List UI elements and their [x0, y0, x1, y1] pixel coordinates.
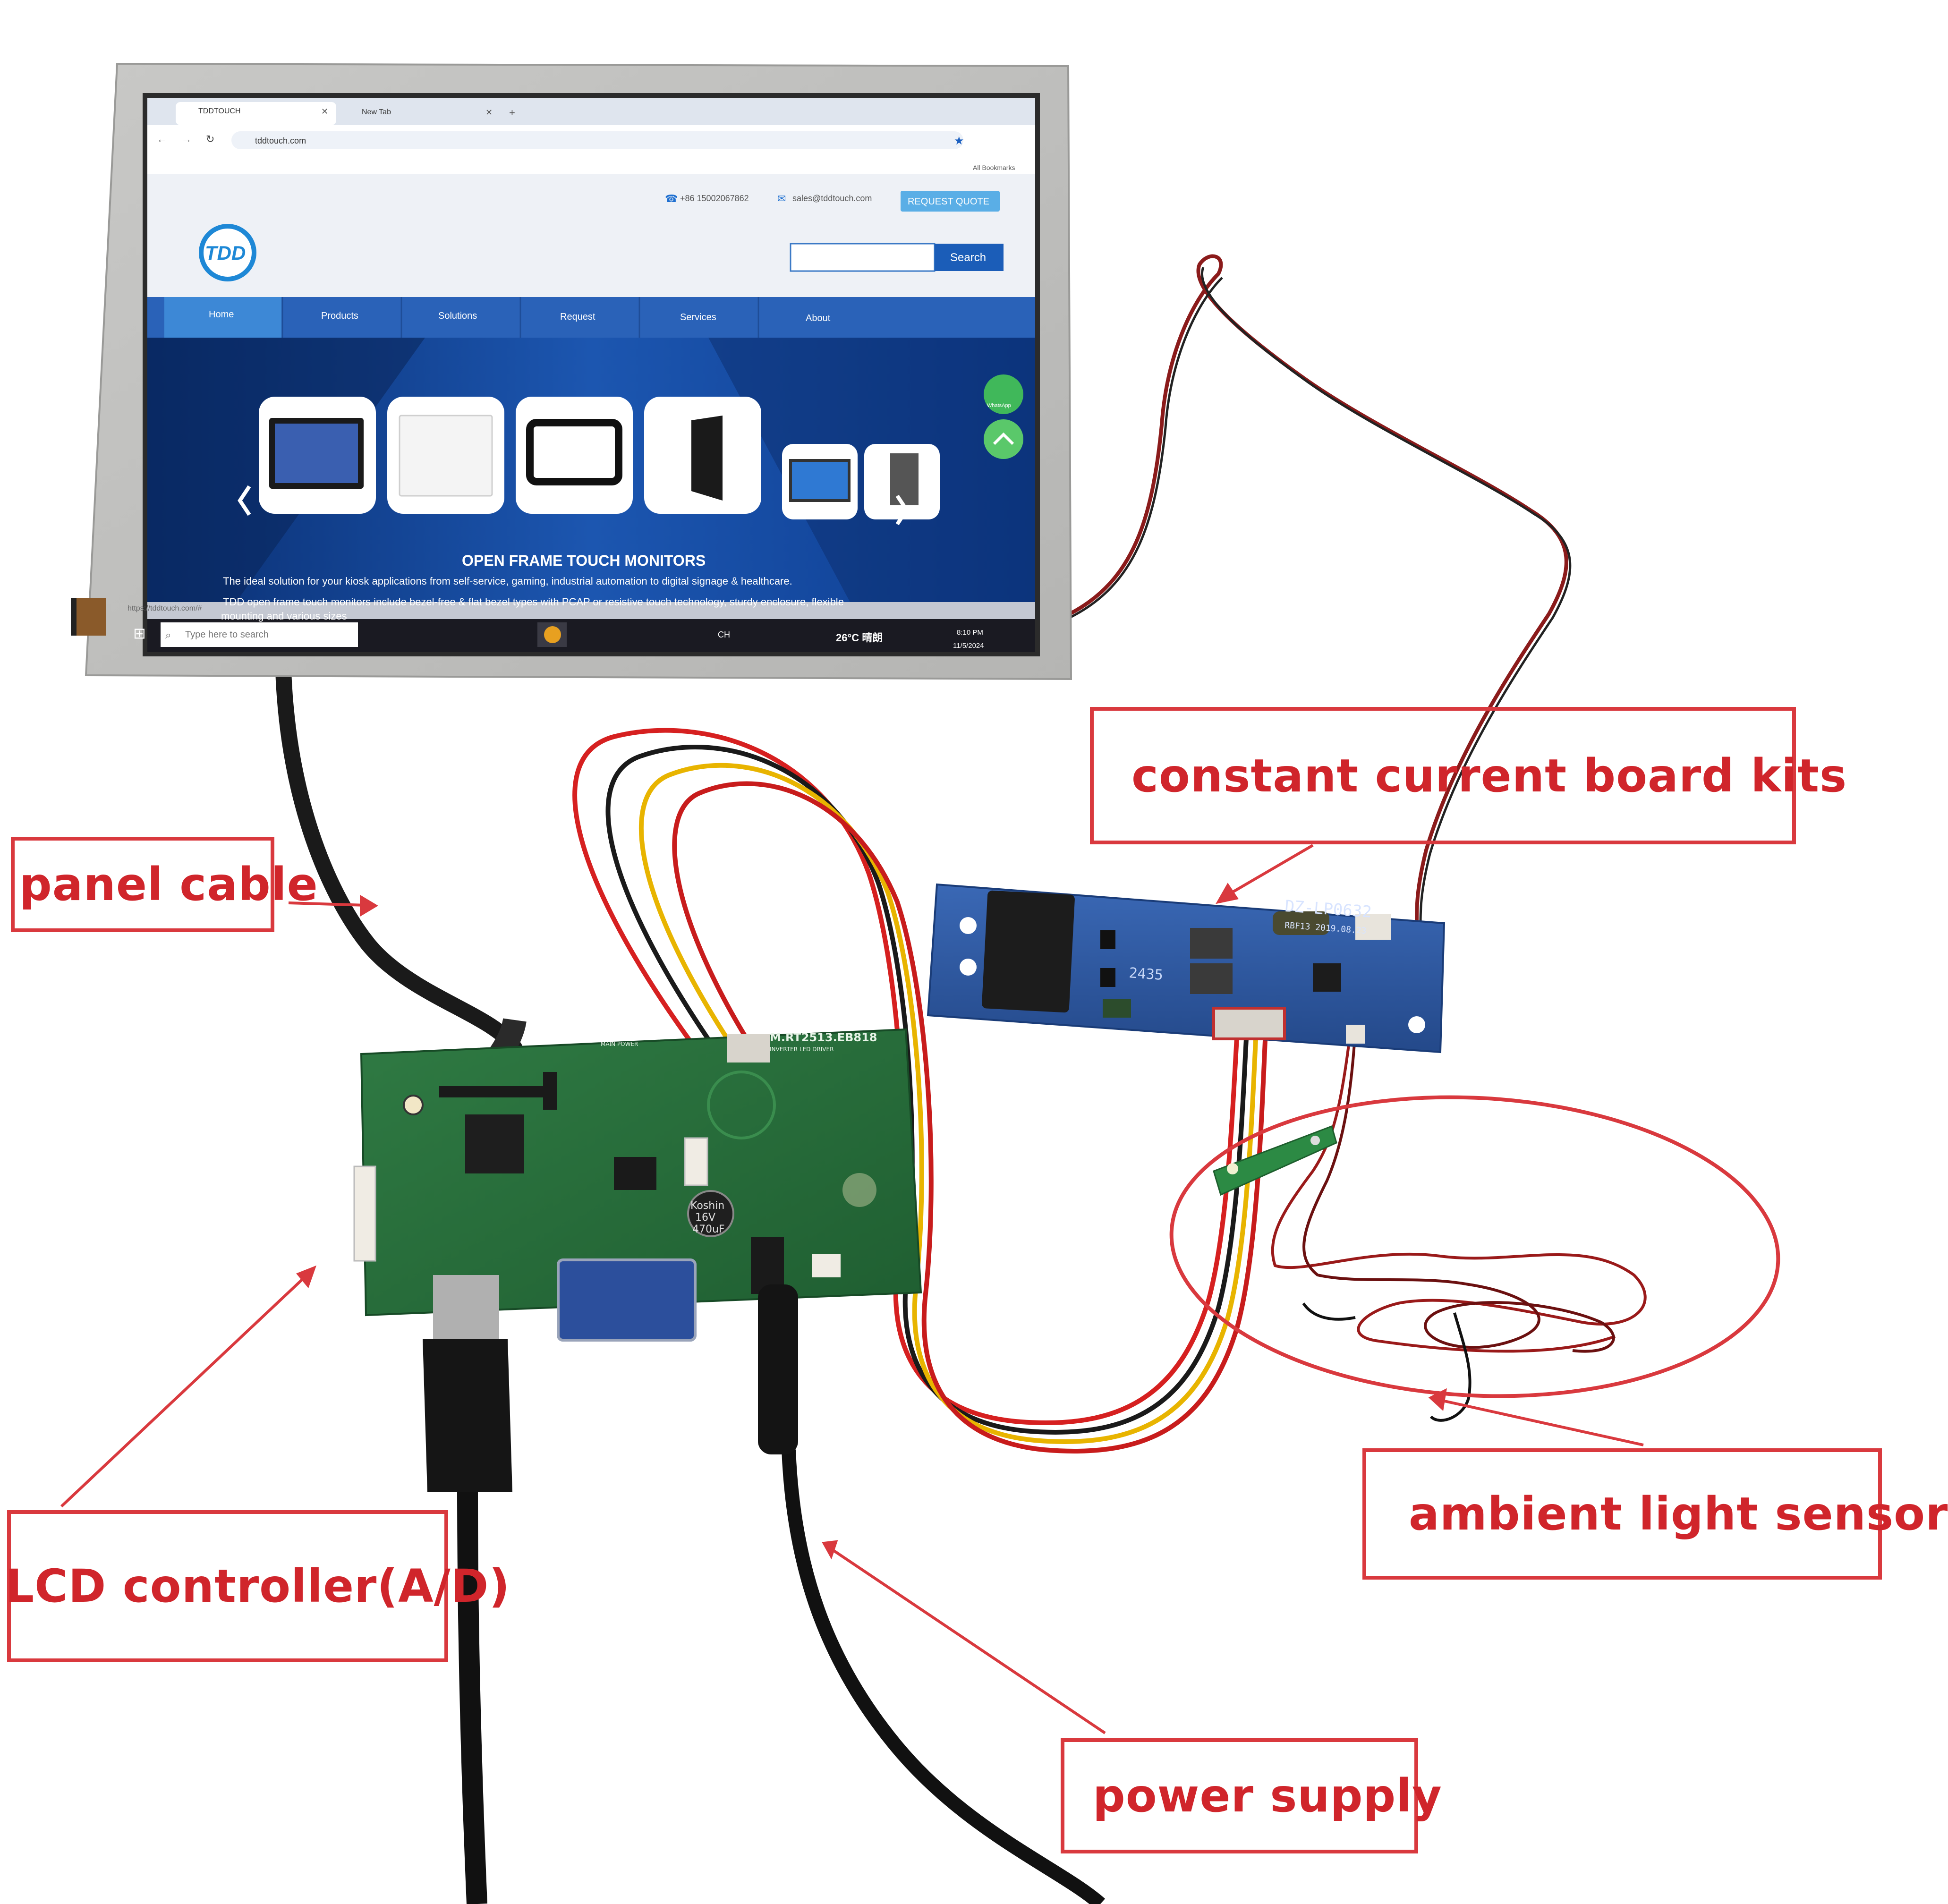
forward-icon[interactable]: → [181, 133, 192, 145]
controller-model-label: M.RT2513.EB818 [770, 1031, 877, 1044]
reload-icon[interactable]: ↻ [206, 133, 214, 145]
nav-home[interactable]: Home [209, 309, 234, 320]
phone-icon: ☎ [665, 193, 678, 204]
search-button[interactable]: Search [950, 251, 986, 264]
close-tab-2-icon[interactable]: ✕ [485, 108, 493, 117]
nav-request[interactable]: Request [560, 312, 595, 322]
callout-lcd-controller: LCD controller(A/D) [5, 1510, 510, 1662]
nav-services[interactable]: Services [680, 312, 716, 323]
controller-main-power-label: MAIN POWER [601, 1041, 638, 1047]
callout-lcd-controller-label: LCD controller(A/D) [5, 1560, 510, 1613]
clock-time[interactable]: 8:10 PM [957, 629, 983, 637]
hero-description-line-3: mounting and various sizes [221, 610, 347, 622]
capacitor-value: 470uF [692, 1224, 725, 1235]
callout-power-supply: power supply [1061, 1738, 1442, 1853]
lcd-controller-board [353, 1028, 922, 1492]
address-bar-url[interactable]: tddtouch.com [255, 136, 306, 145]
status-url: https://tddtouch.com/# [128, 604, 202, 612]
weather-widget[interactable]: 26°C 晴朗 [836, 632, 883, 644]
callout-ambient-light-label: ambient light sensor [1409, 1488, 1948, 1540]
bookmarks-label[interactable]: All Bookmarks [973, 164, 1015, 171]
whatsapp-label[interactable]: WhatsApp [987, 403, 1011, 408]
callout-ambient-light-sensor: ambient light sensor [1362, 1448, 1948, 1580]
contact-email[interactable]: sales@tddtouch.com [792, 194, 872, 203]
taskbar-search-icon[interactable]: ⌕ [165, 629, 171, 641]
hdmi-cable [457, 1487, 487, 1904]
windows-start-icon[interactable]: ⊞ [133, 625, 146, 642]
bookmark-star-icon[interactable]: ★ [954, 135, 964, 147]
mail-icon: ✉ [777, 193, 786, 204]
cc-board-cap-mark: 2435 [1128, 965, 1164, 984]
sensor-wires [1271, 1029, 1647, 1422]
hero-description-line-2: TDD open frame touch monitors include be… [223, 596, 844, 608]
hero-headline: OPEN FRAME TOUCH MONITORS [462, 552, 706, 569]
hardware-diagram: DZ-LP0632 RBF13 2019.08.23 2435 M.RT2513… [60, 62, 1780, 1904]
hero-description-line-1: The ideal solution for your kiosk applic… [223, 575, 792, 587]
close-tab-1-icon[interactable]: ✕ [321, 107, 328, 116]
product-carousel [238, 397, 940, 526]
contact-phone: +86 15002067862 [680, 194, 749, 203]
request-quote-button[interactable]: REQUEST QUOTE [908, 196, 989, 207]
constant-current-board [927, 883, 1446, 1054]
callout-constant-current-board: constant current board kits [1090, 707, 1846, 844]
site-logo[interactable]: TDD [205, 242, 246, 264]
nav-about[interactable]: About [806, 313, 831, 323]
callout-constant-current-label: constant current board kits [1131, 749, 1847, 802]
nav-solutions[interactable]: Solutions [438, 311, 477, 321]
language-indicator[interactable]: CH [718, 630, 730, 639]
lcd-panel [71, 62, 1072, 680]
panel-cable [275, 663, 523, 1056]
browser-tab-1[interactable]: TDDTOUCH [198, 107, 240, 115]
taskbar-search-input[interactable]: Type here to search [185, 629, 269, 640]
callout-panel-cable-label: panel cable [19, 858, 318, 911]
ambient-light-sensor-pcb [1213, 1125, 1337, 1196]
nav-products[interactable]: Products [321, 311, 358, 321]
sensor-highlight-ellipse [1169, 1095, 1780, 1398]
callout-power-supply-label: power supply [1093, 1769, 1442, 1822]
capacitor-brand: Koshin [690, 1200, 724, 1212]
capacitor-voltage: 16V [695, 1212, 715, 1224]
controller-driver-label: INVERTER LED DRIVER [770, 1046, 834, 1053]
new-tab-icon[interactable]: + [509, 107, 515, 119]
back-icon[interactable]: ← [157, 133, 167, 145]
clock-date[interactable]: 11/5/2024 [953, 642, 984, 650]
backlight-wire-black [1069, 267, 1572, 925]
power-cable [782, 1449, 1106, 1904]
callout-panel-cable: panel cable [11, 837, 318, 932]
browser-tab-2[interactable]: New Tab [362, 108, 391, 116]
